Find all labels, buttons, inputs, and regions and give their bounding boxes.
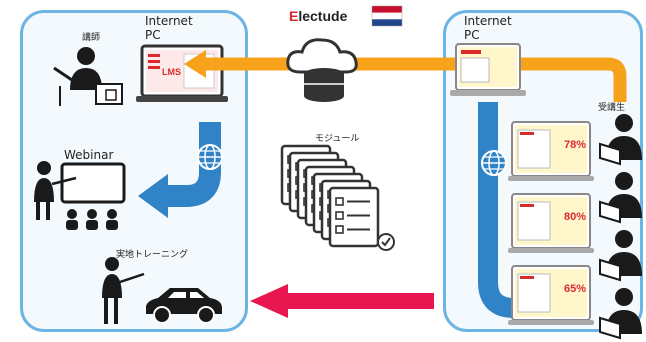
brand-name-rest: lectude (298, 8, 348, 24)
student-laptop: 65% (508, 265, 594, 325)
student-readers (599, 114, 642, 340)
training-arrow (250, 284, 434, 318)
book-reader-icon (599, 114, 642, 166)
instructor-person-icon (53, 47, 123, 106)
score-label: 65% (564, 283, 586, 295)
checklist-stack-icon (280, 144, 395, 251)
flag-icon (371, 5, 403, 27)
left-device-label: Internet PC (145, 14, 193, 42)
laptop-icon (450, 43, 526, 96)
student-laptop: 78% (508, 121, 594, 181)
instructor-label: 講師 (82, 33, 101, 43)
delivery-arrow-left (138, 122, 221, 218)
modules-label: モジュール (315, 134, 360, 144)
students-label: 受講生 (598, 103, 626, 113)
cloud-server-icon (286, 38, 358, 102)
laptop-icon (136, 44, 228, 102)
book-reader-icon (599, 288, 642, 340)
sync-arrow (184, 50, 627, 102)
student-laptop: 80% (508, 193, 594, 253)
student-laptops: 78% 80% 65% (508, 121, 594, 325)
lms-badge: LMS (162, 67, 181, 77)
brand-logo: Electude (289, 8, 348, 24)
globe-icon (197, 144, 223, 170)
training-label: 実地トレーニング (116, 250, 189, 260)
webinar-presenter-icon (34, 161, 126, 230)
right-device-label: Internet PC (464, 14, 512, 42)
webinar-label: Webinar (64, 148, 114, 162)
trainer-person-icon (102, 257, 145, 324)
book-reader-icon (599, 230, 642, 282)
lms-label: LMS (162, 67, 181, 77)
score-label: 80% (564, 211, 586, 223)
score-label: 78% (564, 139, 586, 151)
globe-icon (481, 150, 507, 176)
book-reader-icon (599, 172, 642, 224)
car-icon (146, 288, 222, 324)
checklist-document (328, 186, 380, 248)
